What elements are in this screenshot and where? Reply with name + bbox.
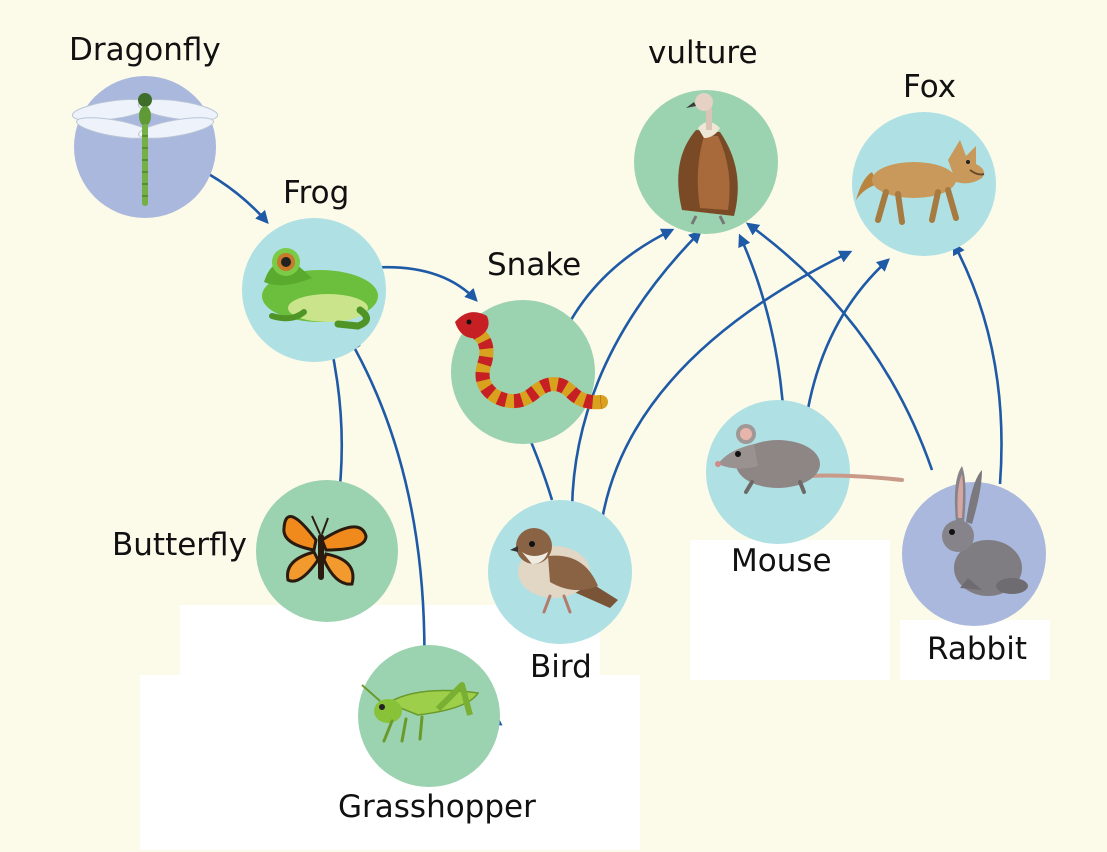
mouse-icon [715,424,904,494]
mouse-label: Mouse [731,543,832,579]
vulture-node [634,90,778,234]
fox-label: Fox [903,69,957,105]
butterfly-node [256,480,398,622]
rabbit-node [902,466,1046,626]
arrow-rabbit-to-fox [952,241,1003,485]
bird-icon [510,528,618,614]
grasshopper-node [358,645,500,787]
frog-label: Frog [283,175,350,211]
dragonfly-icon [71,93,219,206]
mouse-node [706,400,904,544]
background-patch [900,620,1050,680]
arrow-mouse-to-vulture [738,233,786,421]
butterfly-icon [282,515,368,586]
frog-node [242,218,386,362]
frog-icon [262,248,378,330]
snake-node [451,300,608,444]
background-patch [690,540,890,680]
vulture-icon [678,93,738,225]
arrow-rabbit-to-vulture [745,222,934,471]
arrow-bird-to-vulture [570,230,702,511]
grasshopper-icon [361,682,480,743]
arrow-frog-to-snake [367,265,478,302]
snake-icon [455,312,608,410]
fox-icon [856,140,985,225]
snake-label: Snake [487,247,582,283]
dragonfly-node [71,76,219,218]
rabbit-label: Rabbit [927,631,1027,667]
dragonfly-label: Dragonfly [69,32,221,68]
bird-node [488,500,632,644]
rabbit-icon [942,466,1028,596]
vulture-label: vulture [648,35,758,71]
fox-node [852,112,996,256]
arrow-bird-to-fox [600,250,853,521]
arrow-mouse-to-fox [804,258,890,421]
bird-label: Bird [530,649,592,685]
butterfly-label: Butterfly [112,527,247,563]
arrow-grasshopper-to-frog [348,337,426,681]
grasshopper-label: Grasshopper [338,789,536,825]
